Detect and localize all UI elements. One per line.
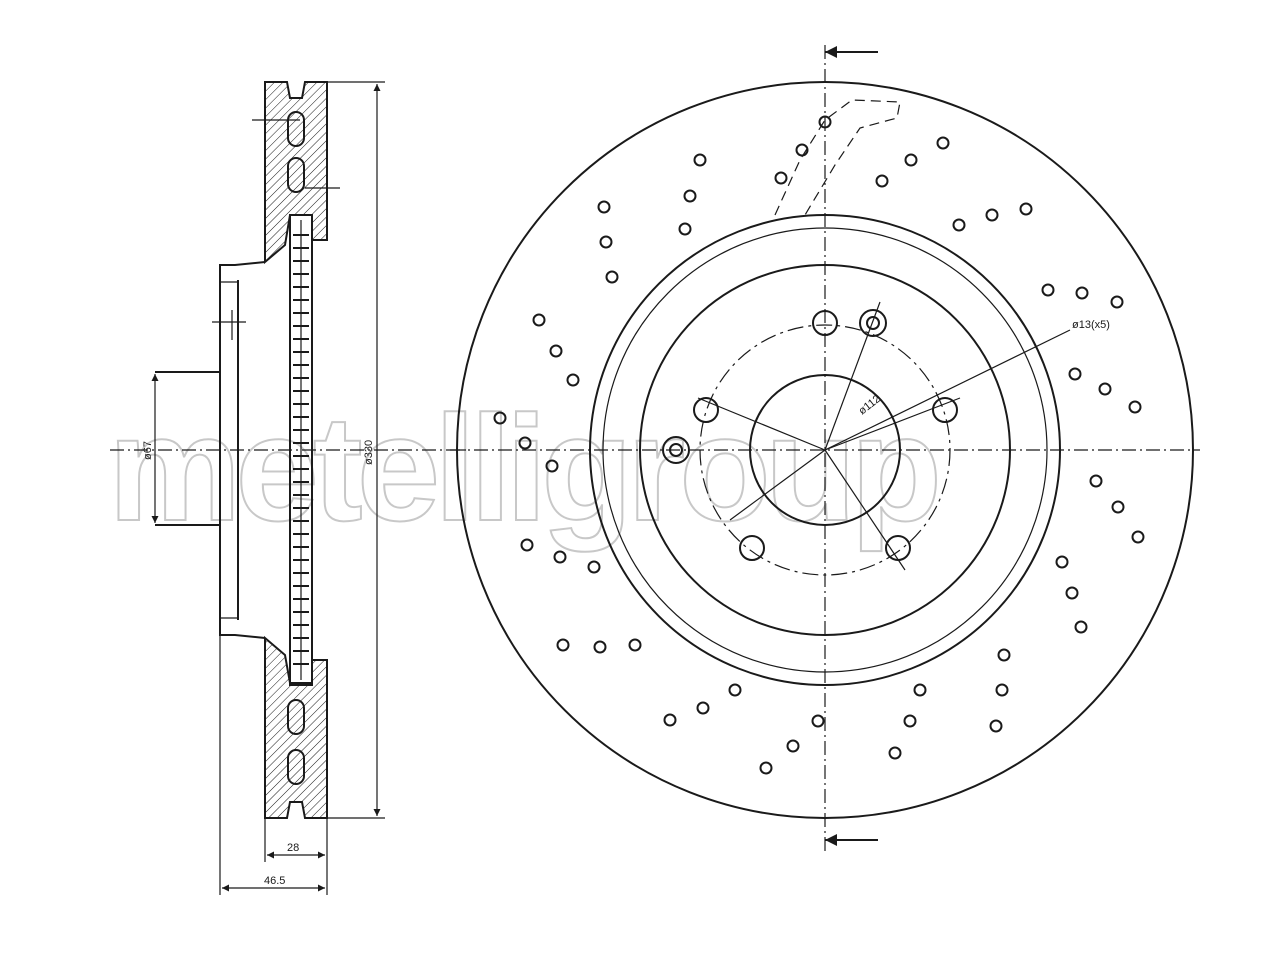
drill-hole [936,136,950,150]
vent-slots [293,234,309,665]
drill-hole [520,538,534,552]
drill-hole [545,459,559,473]
drill-hole [1019,202,1033,216]
disc-thickness-label: 28 [287,842,299,854]
drill-hole [913,683,927,697]
drill-hole [774,171,788,185]
drill-hole [1041,283,1055,297]
drill-hole [1075,286,1089,300]
drill-hole [997,648,1011,662]
drill-hole [985,208,999,222]
upper-friction-ring-section [264,81,328,265]
dim-total-height: 46.5 [219,635,325,895]
drill-hole [759,761,773,775]
drill-hole [493,411,507,425]
drill-hole [678,222,692,236]
drill-hole [518,436,532,450]
center-bore-label: ø67 [142,441,154,460]
drill-hole [566,373,580,387]
drill-hole [663,713,677,727]
drill-hole [903,714,917,728]
drill-hole [995,683,1009,697]
drill-hole [587,560,601,574]
drill-hole [1131,530,1145,544]
drill-hole [593,640,607,654]
drill-hole [532,313,546,327]
drill-hole [888,746,902,760]
drill-hole [1089,474,1103,488]
location-holes [662,309,887,464]
drill-hole [1098,382,1112,396]
drill-hole [599,235,613,249]
drill-hole [1110,295,1124,309]
drill-hole [952,218,966,232]
drill-hole [1074,620,1088,634]
dim-center-bore: ø67 [142,374,159,523]
drill-hole [1055,555,1069,569]
drill-hole [795,143,809,157]
drill-hole [875,174,889,188]
drill-hole [605,270,619,284]
drill-hole [1065,586,1079,600]
drill-hole [989,719,1003,733]
bolt-holes [693,310,958,561]
total-height-label: 46.5 [264,875,285,887]
drill-hole [811,714,825,728]
bolt-holes-label: ø13(x5) [1072,319,1110,331]
cross-drilled-holes [493,115,1145,775]
drill-hole [1128,400,1142,414]
drill-hole [683,189,697,203]
drill-hole [628,638,642,652]
drill-hole [1111,500,1125,514]
drill-hole [693,153,707,167]
overall-diameter-label: ø330 [363,440,375,465]
drill-hole [553,550,567,564]
drill-hole [818,115,832,129]
dim-overall-diameter: ø330 [327,81,385,819]
drill-hole [549,344,563,358]
watermark-logo: metelligroup [108,384,936,552]
drill-hole [556,638,570,652]
drill-hole [728,683,742,697]
drill-hole [904,153,918,167]
front-view: ø112 ø13(x5) [450,45,1200,855]
drill-hole [786,739,800,753]
drill-hole [597,200,611,214]
dim-disc-thickness: 28 [264,818,328,895]
side-section-view [110,81,470,819]
drill-hole [1068,367,1082,381]
drill-hole [696,701,710,715]
